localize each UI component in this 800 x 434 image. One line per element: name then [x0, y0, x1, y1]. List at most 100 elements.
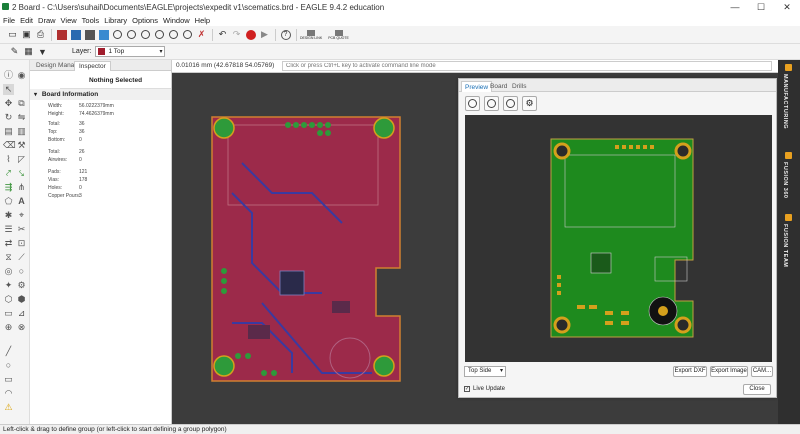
- minimize-button[interactable]: —: [730, 2, 740, 12]
- show-icon[interactable]: ◉: [17, 70, 26, 80]
- ulp-icon[interactable]: [83, 28, 96, 41]
- menu-options[interactable]: Options: [132, 15, 158, 25]
- mirror-icon[interactable]: ⇋: [17, 112, 26, 122]
- group-icon[interactable]: ▤: [4, 126, 13, 136]
- circle-icon[interactable]: ○: [5, 360, 12, 370]
- select-icon[interactable]: ↖: [3, 84, 14, 95]
- zoom-fit-button[interactable]: [465, 96, 480, 111]
- save-icon[interactable]: ▣: [22, 29, 31, 39]
- cam-button[interactable]: CAM...: [751, 366, 773, 377]
- rotate-icon[interactable]: ↻: [4, 112, 13, 122]
- miter-icon[interactable]: ◸: [18, 154, 25, 164]
- fit-icon[interactable]: [111, 28, 124, 41]
- help-icon[interactable]: ?: [279, 28, 292, 41]
- cam-icon[interactable]: [55, 28, 68, 41]
- menu-tools[interactable]: Tools: [81, 15, 100, 25]
- attribute-icon[interactable]: ▭: [4, 308, 13, 318]
- menu-draw[interactable]: Draw: [38, 15, 56, 25]
- close-button[interactable]: ✕: [783, 2, 791, 12]
- text-icon[interactable]: A: [18, 196, 25, 206]
- erc-icon[interactable]: ⬡: [4, 294, 13, 304]
- side-select[interactable]: Top Side▾: [464, 366, 506, 377]
- arc-icon[interactable]: ◠: [4, 388, 13, 398]
- tab-design-manager[interactable]: Design Manager: [36, 62, 84, 69]
- print-icon[interactable]: ⎙: [36, 29, 45, 39]
- change-icon[interactable]: ⚒: [17, 140, 26, 150]
- drc-icon[interactable]: ⬢: [17, 294, 26, 304]
- auto-icon[interactable]: ⚙: [17, 280, 26, 290]
- wire-icon[interactable]: ⟋: [18, 252, 25, 262]
- zoom-redraw-icon[interactable]: [153, 28, 166, 41]
- route-multi-icon[interactable]: ⇶: [4, 182, 13, 192]
- polygon-icon[interactable]: ⬠: [4, 196, 13, 206]
- lock-icon[interactable]: ⊡: [17, 238, 26, 248]
- zoom-last-icon[interactable]: [181, 28, 194, 41]
- maximize-button[interactable]: ☐: [756, 2, 766, 12]
- preview-render-area[interactable]: [465, 115, 772, 362]
- delete-icon[interactable]: ⌫: [3, 140, 16, 150]
- menu-edit[interactable]: Edit: [20, 15, 34, 25]
- settings-button[interactable]: ⚙: [522, 96, 537, 111]
- via-icon[interactable]: ◎: [4, 266, 13, 276]
- command-line-input[interactable]: [282, 61, 772, 71]
- layer-icon[interactable]: ☰: [4, 224, 13, 234]
- tab-inspector[interactable]: Inspector: [74, 61, 111, 71]
- zoom-select-icon[interactable]: [167, 28, 180, 41]
- board-info-header[interactable]: ▾ Board Information: [30, 89, 171, 100]
- replace-icon[interactable]: ⇄: [4, 238, 13, 248]
- tab-preview[interactable]: Preview: [461, 81, 493, 92]
- layer-select[interactable]: 1 Top ▾: [95, 46, 166, 57]
- zoom-in-icon[interactable]: [125, 28, 138, 41]
- schematic-icon[interactable]: [69, 28, 82, 41]
- design-link-button[interactable]: DESIGN LINK: [300, 29, 322, 40]
- fanout-icon[interactable]: ⋔: [17, 182, 26, 192]
- zoom-in-button[interactable]: [484, 96, 499, 111]
- menu-help[interactable]: Help: [194, 15, 211, 25]
- menu-library[interactable]: Library: [104, 15, 128, 25]
- redo-icon[interactable]: ↷: [232, 29, 241, 39]
- grid-icon[interactable]: ▦: [24, 46, 33, 56]
- ratsnest-icon[interactable]: ✦: [4, 280, 13, 290]
- zoom-out-button[interactable]: [503, 96, 518, 111]
- export-image-button[interactable]: Export Image: [710, 366, 748, 377]
- move-icon[interactable]: ✥: [4, 98, 13, 108]
- info-icon[interactable]: ⓘ: [3, 70, 13, 80]
- pencil-icon[interactable]: ✎: [10, 46, 19, 56]
- value-icon[interactable]: ⌖: [18, 210, 25, 220]
- ripup-icon[interactable]: ⤥: [18, 168, 25, 178]
- panel-manufacturing[interactable]: MANUFACTURING: [782, 74, 788, 130]
- panel-fusion-360[interactable]: FUSION 360: [782, 162, 788, 199]
- dimension-icon[interactable]: ⊕: [4, 322, 13, 332]
- optimize-icon[interactable]: ⧖: [5, 252, 12, 262]
- warning-icon[interactable]: ⚠: [4, 402, 13, 412]
- menu-file[interactable]: File: [3, 15, 16, 25]
- script-icon[interactable]: [97, 28, 110, 41]
- rect-icon[interactable]: ▭: [4, 374, 13, 384]
- zoom-out-icon[interactable]: [139, 28, 152, 41]
- smash-icon[interactable]: ✂: [17, 224, 26, 234]
- open-icon[interactable]: ▭: [8, 29, 17, 39]
- stop-icon[interactable]: [244, 28, 257, 41]
- route-icon[interactable]: ⤤: [5, 168, 12, 178]
- hole-icon[interactable]: ○: [18, 266, 25, 276]
- paste-icon[interactable]: ▥: [17, 126, 26, 136]
- tab-drills[interactable]: Drills: [512, 83, 527, 90]
- menu-view[interactable]: View: [60, 15, 77, 25]
- menu-window[interactable]: Window: [162, 15, 190, 25]
- go-icon[interactable]: ▶: [261, 29, 268, 39]
- pcb-quote-button[interactable]: PCB QUOTE: [328, 29, 349, 40]
- preview-close-button[interactable]: Close: [743, 384, 771, 395]
- tab-board[interactable]: Board: [490, 83, 508, 90]
- pcb-layout[interactable]: [172, 73, 778, 424]
- measure-icon[interactable]: ⊿: [17, 308, 26, 318]
- line-icon[interactable]: ╱: [5, 346, 12, 356]
- panel-fusion-team[interactable]: FUSION TEAM: [782, 224, 788, 268]
- name-icon[interactable]: ✱: [4, 210, 13, 220]
- label-icon[interactable]: ⊗: [17, 322, 26, 332]
- live-update-checkbox[interactable]: ✓Live Update: [464, 386, 505, 392]
- copy-icon[interactable]: ⧉: [18, 98, 25, 108]
- filter-icon[interactable]: ▼: [38, 46, 47, 57]
- split-icon[interactable]: ⌇: [6, 154, 11, 164]
- cancel-icon[interactable]: ✗: [197, 29, 206, 39]
- undo-icon[interactable]: ↶: [218, 29, 227, 39]
